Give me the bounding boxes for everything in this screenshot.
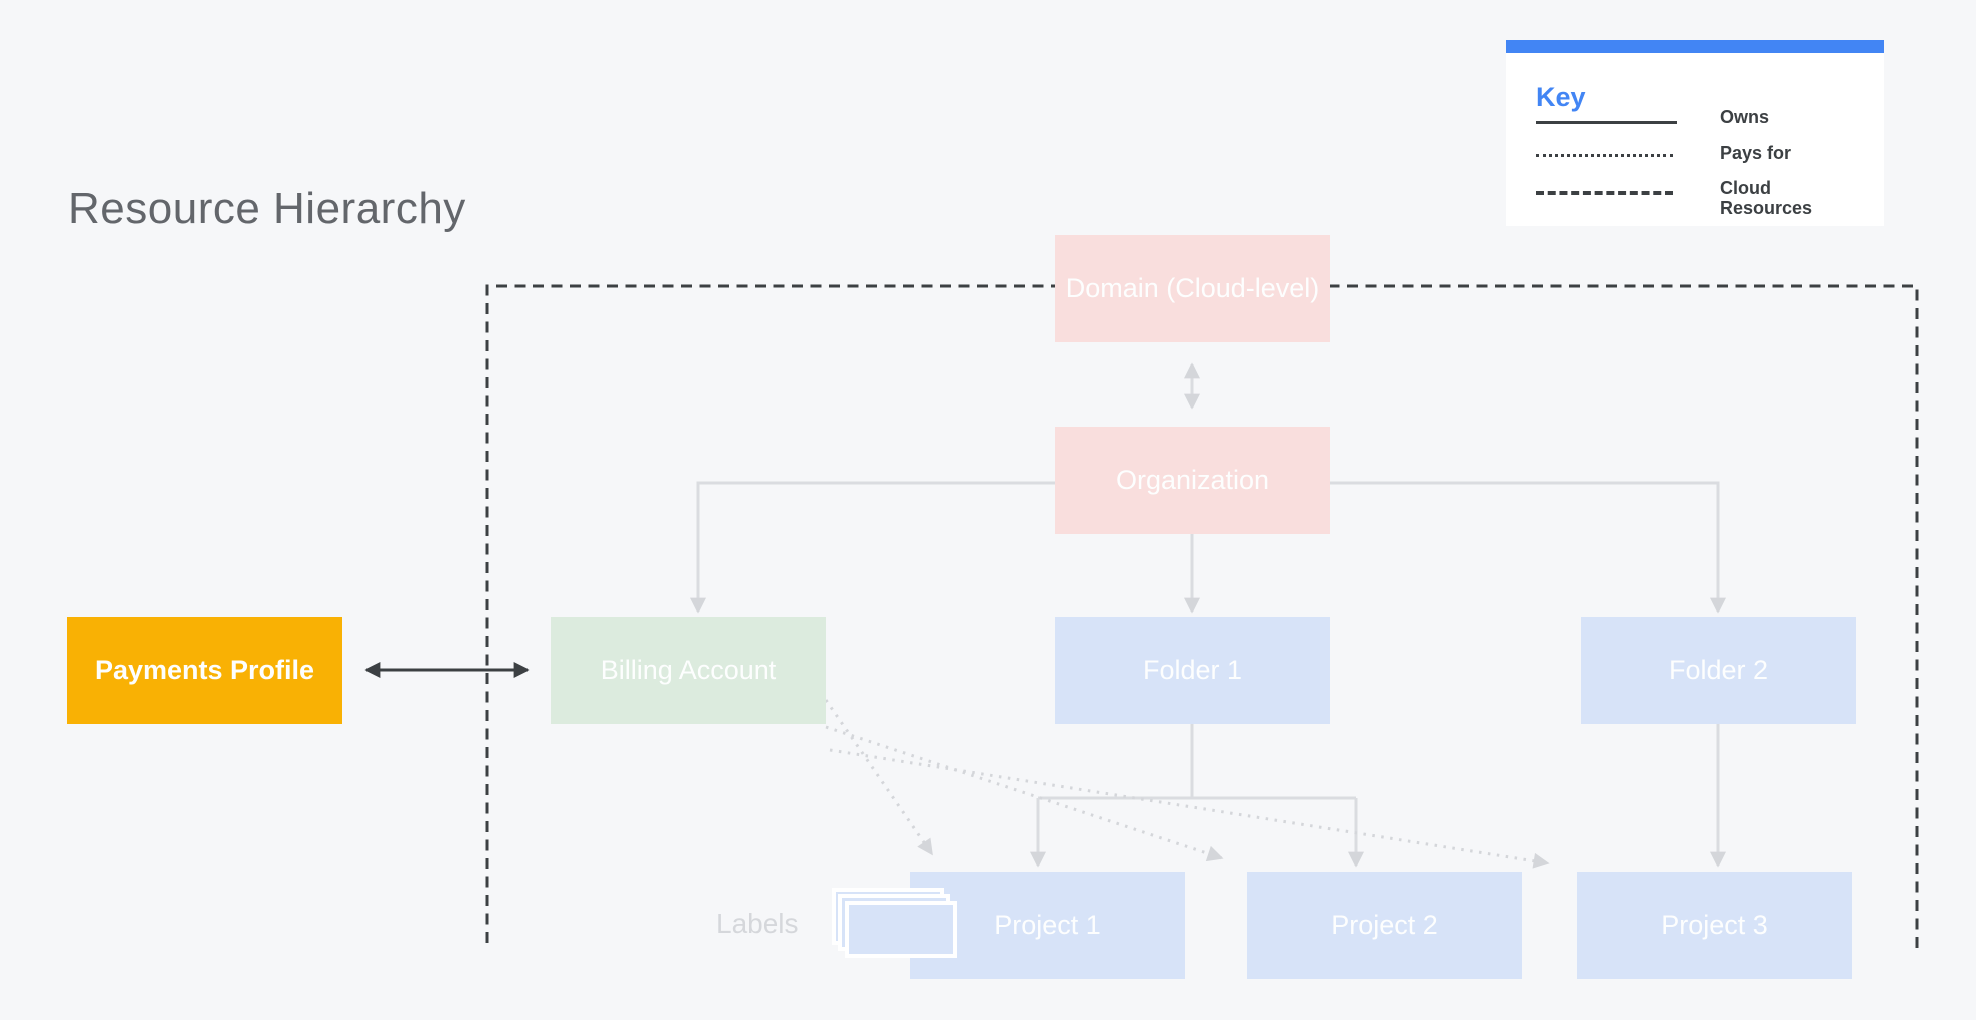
legend-heading: Key [1536, 82, 1586, 112]
pays-for-connector-project3 [829, 748, 1550, 869]
legend-label-pays-for: Pays for [1720, 143, 1792, 163]
node-billing-account-label: Billing Account [600, 655, 777, 685]
label-card-front [845, 901, 957, 958]
node-domain-label: Domain (Cloud-level) [1065, 273, 1320, 303]
node-organization-label: Organization [1115, 465, 1270, 495]
legend-solid-line-sample [1536, 121, 1677, 124]
owns-connector-organization-billing-account [690, 481, 1055, 614]
node-domain: Domain (Cloud-level) [1055, 235, 1330, 342]
node-folder-2: Folder 2 [1581, 617, 1856, 724]
pays-for-connector-project2 [825, 725, 1224, 862]
node-project-1-label: Project 1 [994, 910, 1101, 940]
node-billing-account: Billing Account [551, 617, 826, 724]
node-project-2-label: Project 2 [1331, 910, 1438, 940]
node-project-3: Project 3 [1577, 872, 1852, 979]
node-project-2: Project 2 [1247, 872, 1522, 979]
legend-dashed-line-sample [1536, 191, 1673, 195]
labels-caption: Labels [716, 908, 799, 939]
legend-accent-bar [1506, 40, 1884, 53]
legend-label-owns: Owns [1720, 107, 1770, 127]
legend-label-cloud-resources: Cloud Resources [1720, 178, 1813, 218]
legend-dotted-line-sample [1536, 154, 1673, 157]
owns-connector-folder1-branch [1038, 724, 1356, 800]
node-payments-profile-label: Payments Profile [94, 655, 315, 685]
node-project-3-label: Project 3 [1661, 910, 1768, 940]
legend-panel: Key Owns Pays for Cloud Resources [1506, 40, 1884, 226]
node-folder-1-label: Folder 1 [1142, 655, 1243, 685]
node-organization: Organization [1055, 427, 1330, 534]
owns-connector-organization-folder-2 [1330, 481, 1726, 614]
node-payments-profile: Payments Profile [67, 617, 342, 724]
pays-for-connector-project1 [824, 699, 934, 856]
page-title: Resource Hierarchy [68, 184, 466, 233]
labels-stack-icon [832, 888, 964, 964]
node-project-1: Project 1 [910, 872, 1185, 979]
node-folder-2-label: Folder 2 [1668, 655, 1769, 685]
node-folder-1: Folder 1 [1055, 617, 1330, 724]
